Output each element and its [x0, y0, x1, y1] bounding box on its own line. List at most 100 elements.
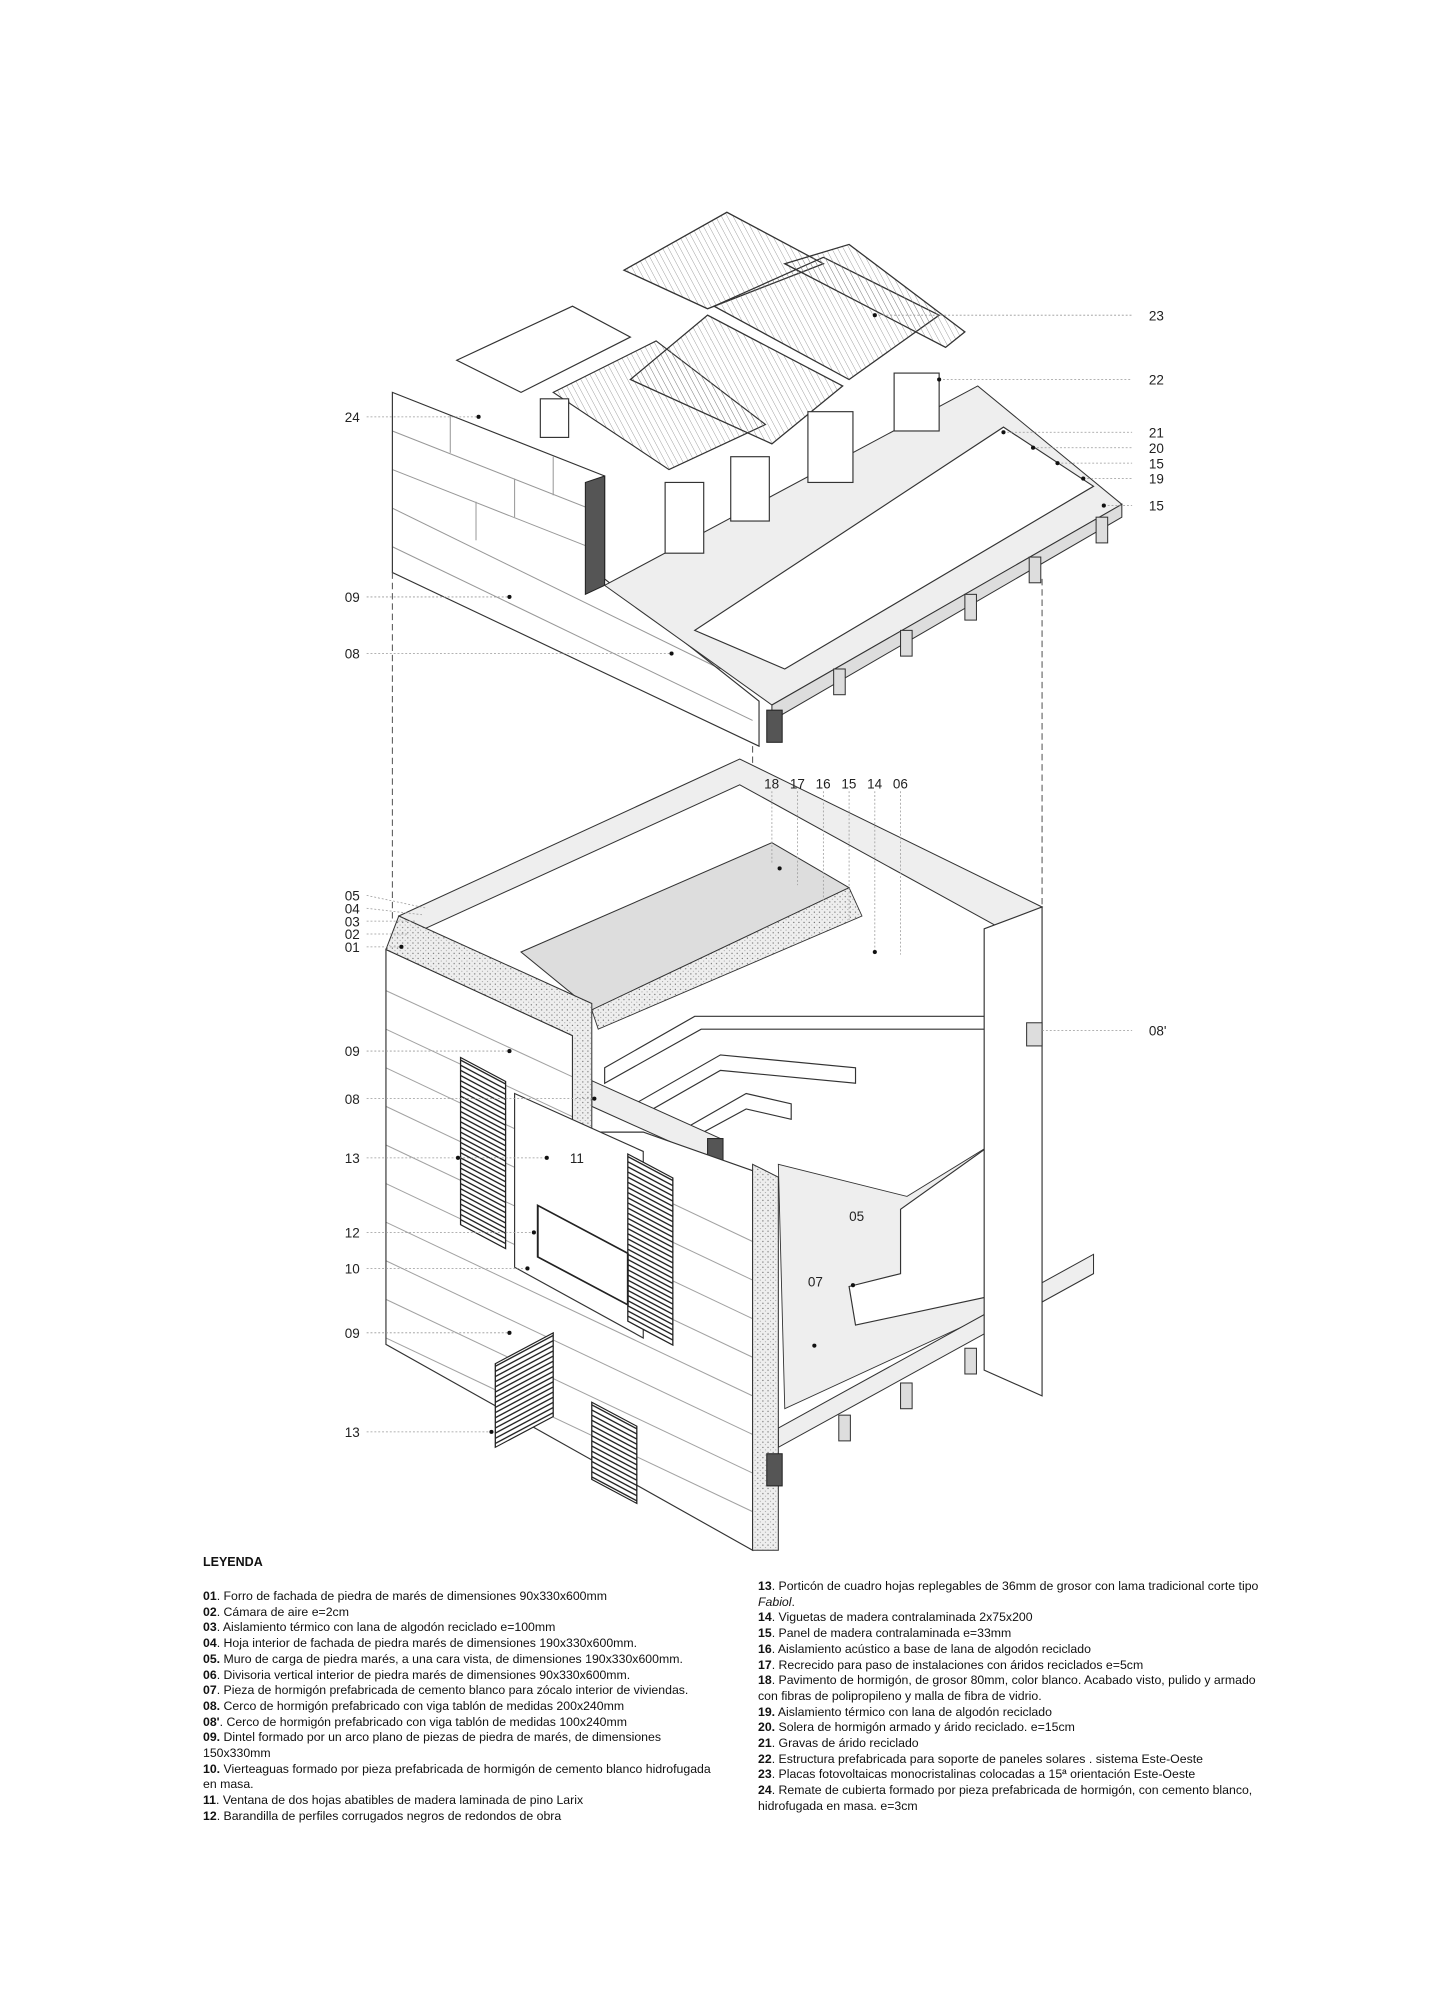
legend-item-number: 07 — [203, 1683, 217, 1698]
legend-item-number: 09. — [203, 1730, 221, 1745]
legend-item-text: . Pavimento de hormigón, de grosor 80mm,… — [758, 1673, 1256, 1703]
callout-06: 06 — [893, 777, 908, 792]
legend-item: 01. Forro de fachada de piedra de marés … — [203, 1589, 723, 1605]
legend-item-number: 21 — [758, 1736, 772, 1751]
callout-13: 13 — [345, 1151, 360, 1166]
legend-item-number: 03 — [203, 1620, 217, 1635]
legend-item-text: . Barandilla de perfiles corrugados negr… — [216, 1808, 562, 1823]
legend-item-number: 08. — [203, 1698, 221, 1713]
floor-layers — [591, 887, 863, 1030]
legend-item-text: . Panel de madera contralaminada e=33mm — [771, 1626, 1012, 1641]
legend-item-text: Dintel formado por un arco plano de piez… — [203, 1730, 662, 1761]
legend-item: 03. Aislamiento térmico con lana de algo… — [203, 1620, 723, 1636]
legend-item-number: 12 — [203, 1808, 217, 1823]
legend-item-text: . Porticón de cuadro hojas replegables d… — [771, 1579, 1259, 1593]
legend-item-number: 13 — [758, 1579, 772, 1593]
legend-item: 22. Estructura prefabricada para soporte… — [758, 1752, 1273, 1768]
legend-item-number: 06 — [203, 1667, 217, 1682]
legend: LEYENDA 01. Forro de fachada de piedra d… — [203, 1555, 1273, 1823]
callout-04: 04 — [345, 901, 361, 916]
legend-item-number: 16 — [758, 1641, 772, 1656]
shutter-13 — [627, 1153, 674, 1347]
callout-10: 10 — [345, 1262, 360, 1277]
legend-item-text: . Divisoria vertical interior de piedra … — [216, 1667, 631, 1682]
legend-item-number: 05. — [203, 1651, 221, 1666]
legend-item-number: 10. — [203, 1761, 221, 1776]
callout-07: 07 — [808, 1275, 823, 1290]
legend-item-text: . Recrecido para paso de instalaciones c… — [771, 1657, 1144, 1672]
shutter-13 — [494, 1331, 554, 1449]
callout-08-top: 08 — [345, 647, 360, 662]
legend-item-text: . Cerco de hormigón prefabricado con vig… — [219, 1714, 628, 1729]
legend-item: 06. Divisoria vertical interior de piedr… — [203, 1668, 723, 1684]
callout-17: 17 — [790, 777, 805, 792]
legend-item-text: . Pieza de hormigón prefabricada de ceme… — [216, 1683, 689, 1698]
legend-item: 09. Dintel formado por un arco plano de … — [203, 1730, 723, 1761]
legend-item-number: 20. — [758, 1720, 776, 1735]
legend-item: 04. Hoja interior de fachada de piedra m… — [203, 1636, 723, 1652]
window-11 — [459, 1056, 674, 1505]
legend-item: 20. Solera de hormigón armado y árido re… — [758, 1720, 1273, 1736]
legend-item-text: . Gravas de árido reciclado — [771, 1736, 919, 1751]
callout-05: 05 — [345, 889, 360, 904]
parapet-coping — [584, 475, 606, 596]
callout-15-mid: 15 — [841, 777, 856, 792]
callout-18: 18 — [764, 777, 779, 792]
roof-module — [391, 211, 1123, 748]
legend-item: 11. Ventana de dos hojas abatibles de ma… — [203, 1793, 723, 1809]
legend-item: 05. Muro de carga de piedra marés, a una… — [203, 1652, 723, 1668]
gravel-layer-21 — [693, 426, 1095, 670]
legend-item-text: Aislamiento térmico con lana de algodón … — [775, 1704, 1052, 1719]
legend-item: 07. Pieza de hormigón prefabricada de ce… — [203, 1683, 723, 1699]
callout-19: 19 — [1149, 472, 1164, 487]
callout-08: 08 — [345, 1092, 360, 1107]
callout-11: 11 — [570, 1151, 584, 1166]
legend-item: 24. Remate de cubierta formado por pieza… — [758, 1783, 1273, 1814]
legend-item-number: 08' — [203, 1714, 220, 1729]
callout-09: 09 — [345, 1044, 360, 1059]
callout-09-top: 09 — [345, 590, 360, 605]
legend-item: 17. Recrecido para paso de instalaciones… — [758, 1658, 1273, 1674]
legend-item-text: . Placas fotovoltaicas monocristalinas c… — [771, 1767, 1196, 1782]
callout-24: 24 — [345, 410, 361, 425]
legend-item-number: 15 — [758, 1626, 772, 1641]
callout-15b: 15 — [1149, 499, 1164, 514]
legend-item-number: 22 — [758, 1751, 772, 1766]
legend-item-number: 04 — [203, 1636, 217, 1651]
callout-05-interior: 05 — [849, 1209, 864, 1224]
legend-item-text: Solera de hormigón armado y árido recicl… — [775, 1720, 1075, 1735]
legend-item-text: Muro de carga de piedra marés, a una car… — [220, 1651, 683, 1666]
shutter-13 — [459, 1056, 507, 1250]
shutter-13 — [591, 1401, 638, 1505]
legend-item: 15. Panel de madera contralaminada e=33m… — [758, 1626, 1273, 1642]
legend-item: 02. Cámara de aire e=2cm — [203, 1605, 723, 1621]
callout-02: 02 — [345, 927, 360, 942]
solar-panels-23 — [455, 211, 966, 471]
legend-item-text: . Ventana de dos hojas abatibles de made… — [216, 1793, 584, 1808]
legend-item-number: 02 — [203, 1604, 217, 1619]
legend-item-text: . Aislamiento térmico con lana de algodó… — [216, 1620, 556, 1635]
legend-item-text: Cerco de hormigón prefabricado con viga … — [220, 1698, 625, 1713]
legend-item: 14. Viguetas de madera contralaminada 2x… — [758, 1610, 1273, 1626]
legend-item-text: . Estructura prefabricada para soporte d… — [771, 1751, 1203, 1766]
legend-item-italic: Fabiol — [758, 1594, 792, 1609]
callout-22: 22 — [1149, 373, 1164, 388]
legend-item-text-end: . — [791, 1594, 795, 1609]
callout-09b: 09 — [345, 1326, 360, 1341]
callout-03: 03 — [345, 914, 360, 929]
railing-12 — [536, 1203, 629, 1307]
callout-15: 15 — [1149, 456, 1164, 471]
lower-module — [385, 758, 1095, 1552]
legend-item: 12. Barandilla de perfiles corrugados ne… — [203, 1809, 723, 1825]
callout-labels: 23 22 21 20 15 19 15 24 09 08 18 17 16 1… — [345, 308, 1167, 1440]
legend-item-number: 11 — [203, 1793, 216, 1808]
legend-item-text: . Forro de fachada de piedra de marés de… — [216, 1589, 607, 1603]
legend-item-number: 24 — [758, 1783, 772, 1798]
legend-item-number: 17 — [758, 1657, 772, 1672]
legend-item-text: . Viguetas de madera contralaminada 2x75… — [771, 1610, 1033, 1625]
callout-08-prime: 08' — [1149, 1024, 1167, 1039]
callout-21: 21 — [1149, 425, 1164, 440]
callout-16: 16 — [816, 777, 831, 792]
legend-left-column: 01. Forro de fachada de piedra de marés … — [203, 1589, 723, 1825]
